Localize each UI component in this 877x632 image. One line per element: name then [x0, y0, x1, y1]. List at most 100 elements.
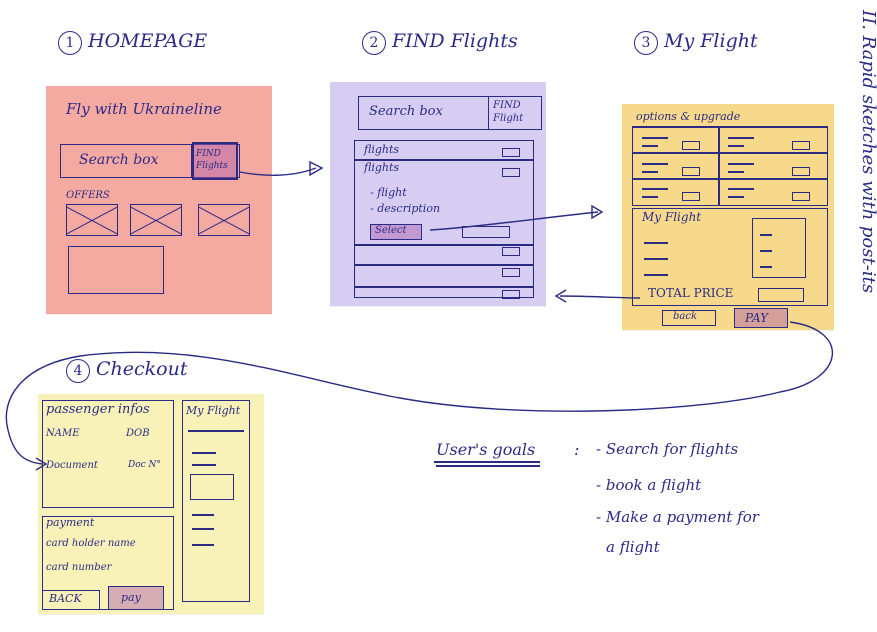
goals-separator: :	[574, 440, 580, 459]
expand-icon[interactable]	[502, 148, 520, 157]
passenger-infos-label: passenger infos	[46, 402, 150, 417]
option-line	[642, 137, 668, 139]
checkout-pay-button[interactable]: pay	[108, 586, 164, 610]
checkout-flight-line	[188, 430, 244, 432]
option-line	[728, 163, 754, 165]
my-flight-pay-button[interactable]: PAY	[734, 308, 788, 328]
option-checkbox[interactable]	[792, 192, 810, 201]
section-number-4: 4	[66, 359, 90, 383]
goal-item-3: - Make a payment for	[596, 508, 759, 526]
my-flight-note: options & upgrade My Flight TOTAL PRICE …	[622, 104, 834, 330]
card-number-label: card number	[46, 562, 112, 573]
checkout-title-text: Checkout	[96, 358, 188, 380]
arrowhead-back-to-find	[554, 289, 567, 303]
list-divider-2	[354, 244, 534, 246]
option-checkbox[interactable]	[682, 192, 700, 201]
checkout-flight-line	[192, 452, 216, 454]
flight-item-2: - description	[370, 202, 441, 215]
checkout-title: 4 Checkout	[66, 358, 187, 383]
expand-icon-4[interactable]	[502, 290, 520, 299]
goals-underline	[434, 461, 540, 463]
arrowhead-select-to-myflight	[591, 204, 604, 220]
checkout-flight-line	[192, 464, 216, 466]
card-holder-label: card holder name	[46, 538, 136, 549]
flight-image-box	[752, 218, 806, 278]
checkout-flight-image	[190, 474, 234, 500]
options-grid-row-2	[632, 178, 828, 180]
my-flight-summary-label: My Flight	[642, 210, 702, 224]
summary-line	[760, 266, 772, 268]
list-divider-3	[354, 264, 534, 266]
find-flight-button[interactable]: FIND Flight	[488, 96, 542, 130]
checkout-note: passenger infos NAME DOB Document Doc N°…	[38, 394, 264, 614]
select-button[interactable]: Select	[370, 224, 422, 240]
options-grid	[632, 126, 828, 206]
option-checkbox[interactable]	[682, 141, 700, 150]
collapse-icon[interactable]	[502, 168, 520, 177]
checkout-pay-label: pay	[121, 591, 141, 604]
find-search-label: Search box	[369, 104, 443, 119]
flight-row-1-label: flights	[364, 143, 400, 156]
option-line	[642, 196, 658, 198]
option-checkbox[interactable]	[792, 141, 810, 150]
section-number-3: 3	[634, 31, 658, 55]
option-line	[728, 137, 754, 139]
goal-item-4: a flight	[606, 538, 660, 556]
my-flight-pay-label: PAY	[745, 311, 769, 325]
my-flight-title-text: My Flight	[664, 30, 758, 52]
payment-label: payment	[46, 516, 95, 529]
name-label: NAME	[46, 428, 80, 439]
total-price-field	[758, 288, 804, 302]
expand-icon-3[interactable]	[502, 268, 520, 277]
homepage-title-text: HOMEPAGE	[88, 30, 208, 52]
expand-icon-2[interactable]	[502, 247, 520, 256]
checkout-back-button[interactable]: BACK	[42, 590, 100, 610]
checkout-flight-line	[192, 544, 214, 546]
checkout-flight-line	[192, 514, 214, 516]
option-checkbox[interactable]	[682, 167, 700, 176]
summary-line	[760, 234, 772, 236]
select-label: Select	[375, 225, 407, 236]
homepage-banner	[68, 246, 164, 294]
total-price-label: TOTAL PRICE	[648, 286, 734, 300]
option-line	[728, 171, 744, 173]
checkout-flight-line	[192, 528, 214, 530]
offer-image-1[interactable]	[66, 204, 118, 236]
option-line	[642, 145, 658, 147]
my-flight-back-button[interactable]: back	[662, 310, 716, 326]
goal-item-2: - book a flight	[596, 476, 702, 494]
option-line	[642, 163, 668, 165]
search-box-divider	[191, 145, 193, 177]
offer-image-3[interactable]	[198, 204, 250, 236]
summary-line	[760, 250, 772, 252]
goals-underline-2	[436, 465, 540, 467]
select-field[interactable]	[462, 226, 510, 238]
list-divider-1	[354, 159, 534, 161]
arrowhead-home-to-find	[309, 160, 324, 177]
dob-label: DOB	[126, 428, 150, 439]
homepage-tagline: Fly with Ukraineline	[66, 100, 222, 118]
option-line	[642, 171, 658, 173]
option-checkbox[interactable]	[792, 167, 810, 176]
option-line	[642, 188, 668, 190]
doc-no-label: Doc N°	[128, 460, 161, 470]
options-upgrade-label: options & upgrade	[636, 110, 741, 123]
options-grid-vertical	[718, 126, 720, 206]
checkout-back-label: BACK	[49, 592, 82, 605]
my-flight-back-label: back	[673, 311, 698, 322]
summary-line	[644, 242, 668, 244]
section-number-2: 2	[362, 31, 386, 55]
list-divider-4	[354, 286, 534, 288]
offer-image-2[interactable]	[130, 204, 182, 236]
document-label: Document	[46, 460, 98, 471]
homepage-search-label: Search box	[79, 152, 159, 168]
goal-item-1: - Search for flights	[596, 440, 739, 458]
summary-line	[644, 258, 668, 260]
summary-line	[644, 274, 668, 276]
homepage-search-box[interactable]: Search box	[60, 144, 240, 178]
option-line	[728, 145, 744, 147]
my-flight-summary-box	[632, 208, 828, 306]
homepage-find-button[interactable]: FIND Flights	[192, 142, 238, 180]
